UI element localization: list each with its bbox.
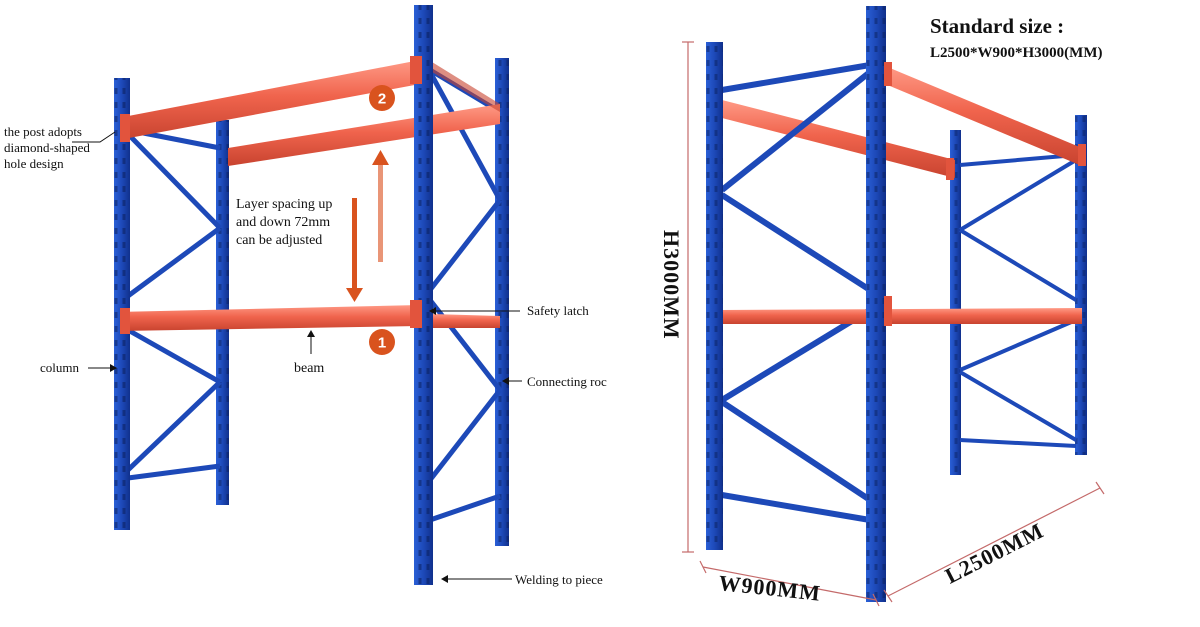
back-frame-bracing [958, 153, 1078, 448]
height-dimension-label: H3000MM [659, 230, 684, 340]
badge-level-2: 2 [369, 85, 395, 111]
right-connectors [884, 62, 1086, 326]
standard-size-spec: L2500*W900*H3000(MM) [930, 45, 1102, 61]
lower-beams [118, 305, 500, 331]
post-label: the post adopts diamond-shaped hole desi… [4, 124, 93, 171]
beam-connectors [120, 56, 422, 334]
dimension-lines [682, 41, 1105, 607]
left-frame-bracing [126, 127, 222, 481]
right-rack-diagram: H3000MM W900MM L2500MM Standard size : L… [659, 6, 1105, 607]
callout-arrowheads [110, 307, 509, 583]
front-frame-uprights [706, 6, 886, 602]
upright-front-right [414, 5, 433, 585]
width-dimension-label: W900MM [717, 570, 822, 606]
right-frame-bracing [427, 67, 503, 523]
connecting-rod-label: Connecting roc [527, 374, 607, 389]
lower-long-beams [722, 308, 1082, 324]
safety-latch-label: Safety latch [527, 303, 589, 318]
badge-2-text: 2 [378, 91, 386, 108]
upright-front-left [114, 78, 130, 530]
upright-back-right [495, 58, 509, 546]
spacing-arrows [346, 150, 389, 302]
back-frame-uprights [950, 115, 1087, 475]
upper-long-beams [722, 66, 1082, 178]
badge-level-1: 1 [369, 329, 395, 355]
standard-size-title: Standard size : [930, 14, 1064, 38]
upper-beams [118, 60, 500, 166]
left-rack-diagram: 2 1 the [4, 5, 607, 587]
welding-label: Welding to piece [515, 572, 603, 587]
column-label: column [40, 360, 79, 375]
beam-label: beam [294, 361, 324, 376]
front-frame-bracing [720, 62, 872, 523]
badge-1-text: 1 [378, 335, 386, 352]
spacing-label: Layer spacing up and down 72mm can be ad… [236, 197, 336, 248]
length-dimension-label: L2500MM [941, 518, 1048, 589]
